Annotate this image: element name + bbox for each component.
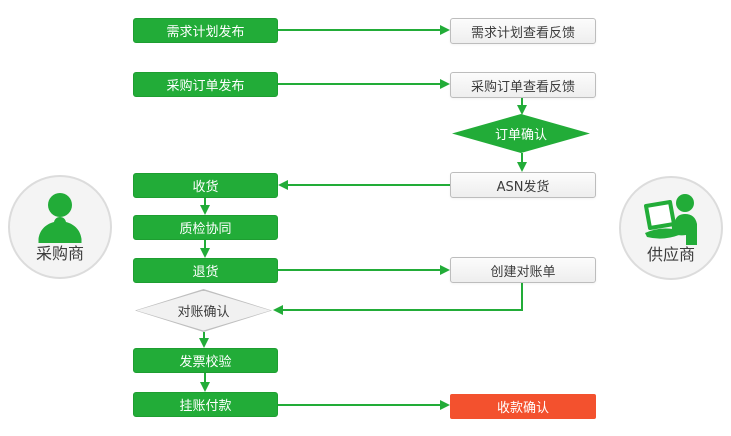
node-demand-plan-publish: 需求计划发布: [133, 18, 278, 43]
buyer-label: 采购商: [35, 244, 84, 263]
node-demand-plan-feedback: 需求计划查看反馈: [450, 18, 596, 44]
node-statement-confirm: 对账确认: [135, 289, 272, 332]
node-returns: 退货: [133, 258, 278, 283]
node-quality-inspection: 质检协同: [133, 215, 278, 240]
actor-buyer: 采购商: [8, 175, 112, 279]
node-create-statement: 创建对账单: [450, 257, 596, 283]
node-order-confirm: 订单确认: [452, 114, 590, 153]
person-laptop-icon: [644, 194, 697, 245]
node-asn-shipping: ASN发货: [450, 172, 596, 198]
node-receiving: 收货: [133, 173, 278, 198]
order-confirm-label: 订单确认: [494, 128, 547, 143]
arrow-statement-to-confirm: [273, 283, 523, 315]
person-icon: [38, 193, 82, 243]
node-invoice-verification: 发票校验: [133, 348, 278, 373]
node-po-publish: 采购订单发布: [133, 72, 278, 97]
node-po-feedback: 采购订单查看反馈: [450, 72, 596, 98]
node-pending-payment: 挂账付款: [133, 392, 278, 417]
supplier-label: 供应商: [646, 245, 695, 264]
statement-confirm-label: 对账确认: [177, 305, 230, 320]
actor-supplier: 供应商: [619, 176, 723, 280]
node-receipt-confirm: 收款确认: [450, 394, 596, 419]
